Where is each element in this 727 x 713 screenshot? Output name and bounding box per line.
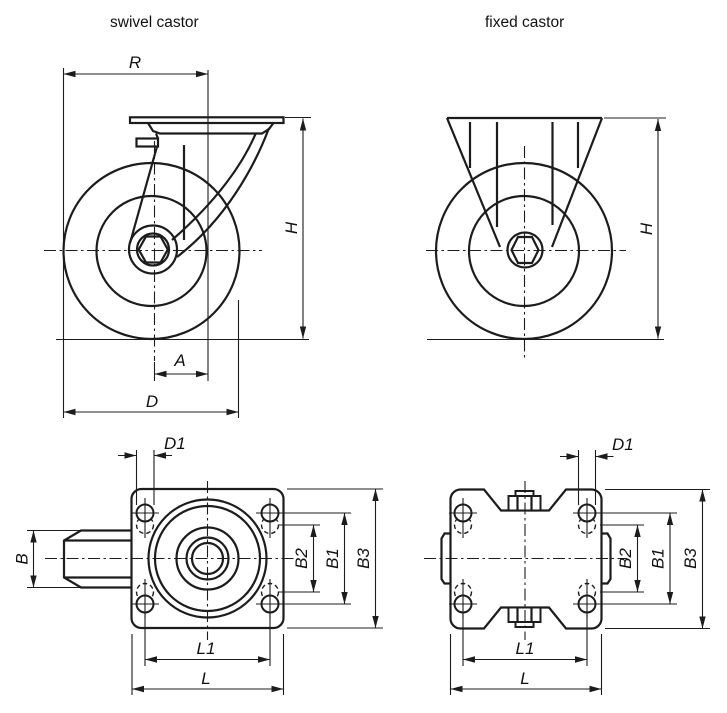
hole-center-crosses: [449, 498, 601, 619]
hub-boss-circle: [135, 232, 171, 267]
brake-tab: [135, 137, 160, 148]
hub-circle: [506, 231, 544, 269]
axle-hex-nut: [137, 235, 170, 264]
mounting-plate: [128, 116, 285, 125]
label-L: L: [520, 669, 529, 688]
fork-outer-curve: [176, 127, 271, 258]
label-R: R: [129, 53, 141, 72]
fork-right-edge: [550, 117, 604, 248]
wheel-inner-circle: [467, 194, 581, 308]
label-H: H: [637, 222, 656, 235]
fork-line: [154, 133, 160, 139]
fork-left-edge: [445, 117, 502, 248]
label-L: L: [201, 669, 210, 688]
swivel-bearing-dish: [147, 122, 275, 135]
label-L1: L1: [197, 639, 216, 658]
label-B3: B3: [681, 548, 700, 569]
swivel-castor-top-view: D1 B B2 B1 B3 L1 L: [13, 434, 383, 695]
label-B3: B3: [354, 548, 373, 569]
swivel-castor-side-view: swivel castor R H A D: [44, 14, 311, 418]
fixed-castor-side-view: fixed castor H: [426, 14, 666, 358]
label-D1: D1: [164, 434, 186, 453]
bearing-circle: [153, 504, 262, 613]
label-L1: L1: [516, 639, 535, 658]
swivel-castor-title: swivel castor: [110, 14, 199, 31]
bearing-circle: [185, 536, 230, 581]
fork-inner-curve: [171, 133, 257, 241]
label-B1: B1: [649, 548, 668, 569]
bearing-circle: [147, 498, 268, 619]
label-D1: D1: [612, 435, 634, 454]
label-B1: B1: [323, 548, 342, 569]
label-B2: B2: [292, 548, 311, 569]
label-B2: B2: [616, 548, 635, 569]
label-H: H: [282, 221, 301, 234]
wheel-inner-circle: [95, 194, 208, 308]
label-B: B: [13, 553, 32, 564]
wheel-profile-right: [601, 532, 612, 585]
wheel-profile: [62, 529, 132, 589]
hub-circle: [127, 224, 179, 275]
label-A: A: [173, 351, 185, 370]
fixed-castor-title: fixed castor: [485, 14, 564, 31]
bearing-circle: [175, 526, 240, 591]
fixed-castor-top-view: D1 B2 B1 B3 L1 L: [424, 435, 710, 695]
label-D: D: [146, 392, 158, 411]
axle-hex-nut: [510, 235, 540, 265]
wheel-outer-circle: [62, 161, 241, 341]
bearing-circle: [190, 541, 225, 576]
wheel-outer-circle: [434, 161, 614, 341]
